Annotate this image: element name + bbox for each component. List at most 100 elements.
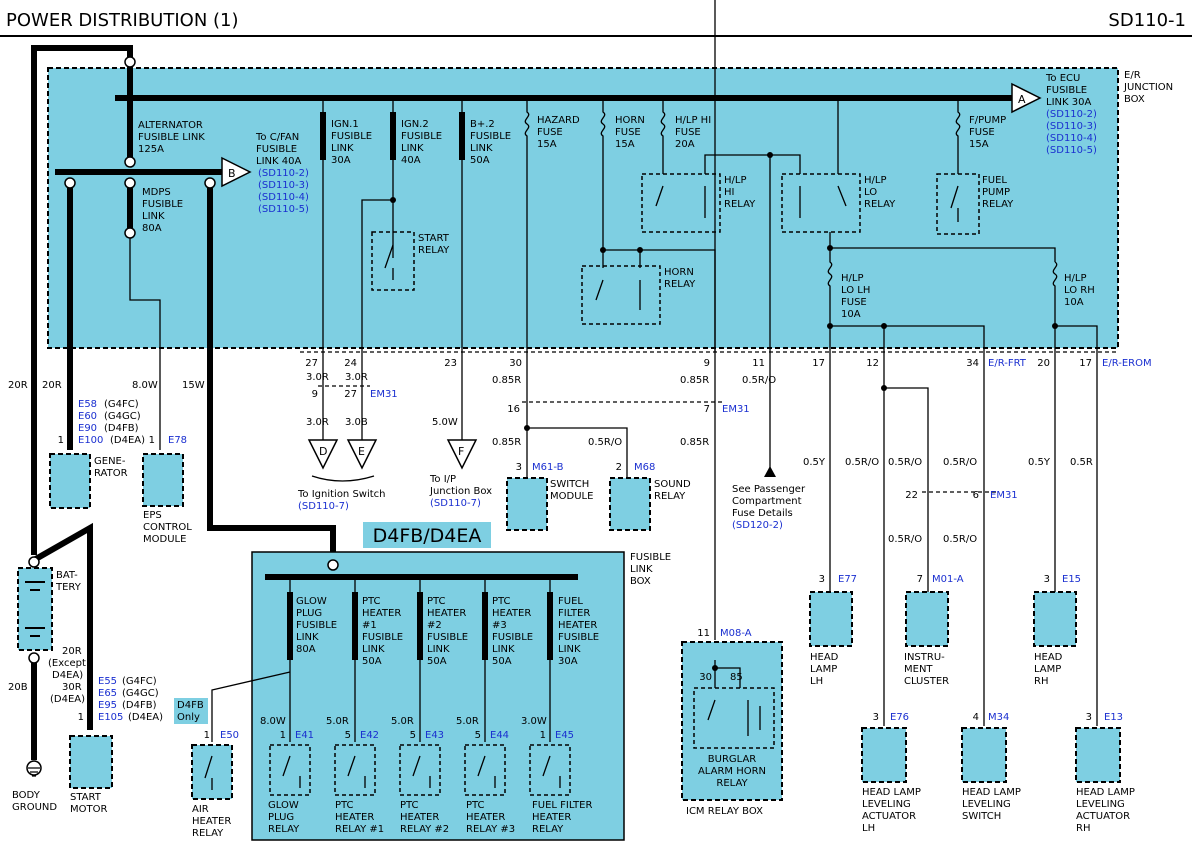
- e45-connector[interactable]: E45: [555, 730, 574, 741]
- battery-main-cable: [31, 45, 133, 555]
- connector-d-label: D: [319, 445, 327, 458]
- fuel-filter-relay: [529, 744, 571, 796]
- hazard-label: FUSE: [537, 127, 563, 138]
- ecu-ref-link[interactable]: (SD110-4): [1046, 133, 1097, 144]
- wire-label: 0.5R/O: [943, 457, 977, 468]
- m61b-connector[interactable]: M61-B: [532, 462, 564, 473]
- hazard-label: 15A: [537, 139, 557, 150]
- start-code[interactable]: E55: [98, 676, 117, 687]
- m08a-connector[interactable]: M08-A: [720, 628, 752, 639]
- ign2-label: IGN.2: [401, 119, 429, 130]
- ptc1-fuse-label: PTC HEATER #1 FUSIBLE LINK 50A: [362, 596, 403, 667]
- e42-connector[interactable]: E42: [360, 730, 379, 741]
- wire-label: 0.5Y: [803, 457, 826, 468]
- connector-b: [221, 156, 252, 188]
- ptc2-fuse-line: 50A: [427, 656, 447, 667]
- instrument-cluster: [905, 591, 949, 647]
- fpump-relay-label: FUEL: [982, 175, 1007, 186]
- ptc2-relay-label: HEATER: [400, 812, 439, 823]
- start-relay: [371, 231, 415, 291]
- ptc3-relay-label: PTC: [466, 800, 485, 811]
- pin-label: 17: [1079, 358, 1092, 369]
- e13-connector[interactable]: E13: [1104, 712, 1123, 723]
- e50-connector[interactable]: E50: [220, 730, 239, 741]
- ip-box-ref: Junction Box: [429, 486, 492, 497]
- e76-connector[interactable]: E76: [890, 712, 909, 723]
- cfan-ref-link[interactable]: (SD110-4): [258, 192, 309, 203]
- ecu-ref-link[interactable]: (SD110-5): [1046, 145, 1097, 156]
- b-feed-node: [204, 177, 216, 189]
- e44-connector[interactable]: E44: [490, 730, 509, 741]
- ptc1-relay-label: HEATER: [335, 812, 374, 823]
- alternator-link-bottom-node: [124, 156, 136, 168]
- gen-code[interactable]: E60: [78, 411, 97, 422]
- start-code[interactable]: E105: [98, 712, 123, 723]
- cfan-ref-link[interactable]: (SD110-2): [258, 168, 309, 179]
- body-ground-label: GROUND: [12, 802, 57, 813]
- em31-connector[interactable]: EM31: [370, 389, 398, 400]
- e43-connector[interactable]: E43: [425, 730, 444, 741]
- gen-code[interactable]: E100: [78, 435, 103, 446]
- horn-relay-internals: [595, 279, 641, 310]
- e15-connector[interactable]: E15: [1062, 574, 1081, 585]
- wire-label: (Except: [48, 658, 86, 669]
- em31-connector[interactable]: EM31: [990, 490, 1018, 501]
- pin-label: 3: [873, 712, 879, 723]
- head-lamp-rh-label: RH: [1034, 676, 1048, 687]
- head-lamp-rh-label: HEAD: [1034, 652, 1063, 663]
- fusible-box-label: FUSIBLE: [630, 552, 671, 563]
- glow-relay-label: RELAY: [268, 824, 300, 835]
- pass-fuse-link[interactable]: (SD120-2): [732, 520, 783, 531]
- e78-connector[interactable]: E78: [168, 435, 187, 446]
- wire-label: 0.5Y: [1028, 457, 1051, 468]
- ptc3-fuse-label: PTC HEATER #3 FUSIBLE LINK 50A: [492, 596, 533, 667]
- ip-box-link[interactable]: (SD110-7): [430, 498, 481, 509]
- erfrt-connector[interactable]: E/R-FRT: [988, 358, 1027, 369]
- m34-connector[interactable]: M34: [988, 712, 1009, 723]
- start-code[interactable]: E95: [98, 700, 117, 711]
- e77-connector[interactable]: E77: [838, 574, 857, 585]
- ecu-ref-link[interactable]: (SD110-2): [1046, 109, 1097, 120]
- ptc-relay-1: [334, 744, 376, 796]
- leveling-rh-label: HEAD LAMP: [1076, 787, 1135, 798]
- ign-switch-link[interactable]: (SD110-7): [298, 501, 349, 512]
- fpump-label: F/PUMP: [969, 115, 1006, 126]
- eps-label: MODULE: [143, 534, 186, 545]
- leveling-actuator-lh: [861, 727, 907, 783]
- hlp-hi-relay: [641, 173, 721, 233]
- erom-connector[interactable]: E/R-EROM: [1102, 358, 1152, 369]
- er-box-label-line: JUNCTION: [1123, 82, 1173, 93]
- glow-relay-label: PLUG: [268, 812, 294, 823]
- m01a-connector[interactable]: M01-A: [932, 574, 964, 585]
- ign1-label: 30A: [331, 155, 351, 166]
- glow-relay-internals: [282, 755, 301, 788]
- glow-relay-label: GLOW: [268, 800, 299, 811]
- start-code[interactable]: E65: [98, 688, 117, 699]
- e41-connector[interactable]: E41: [295, 730, 314, 741]
- ign1-label: FUSIBLE: [331, 131, 372, 142]
- em31-connector[interactable]: EM31: [722, 404, 750, 415]
- start-motor: [69, 735, 113, 789]
- cfan-ref-link[interactable]: (SD110-5): [258, 204, 309, 215]
- start-relay-label: START: [418, 233, 450, 244]
- gen-code[interactable]: E90: [78, 423, 97, 434]
- pin-label: 3: [516, 462, 522, 473]
- cfan-ref-line: To C/FAN: [255, 132, 299, 143]
- wire-label: 3.0R: [306, 417, 329, 428]
- ecu-ref-link[interactable]: (SD110-3): [1046, 121, 1097, 132]
- hlp-lo-rh-label: LO RH: [1064, 285, 1095, 296]
- battery-minus-node: [28, 652, 40, 664]
- hlp-hi-relay-label: HI: [724, 187, 734, 198]
- air-heater-relay-switch: [204, 755, 213, 790]
- connector-b-label: B: [228, 167, 236, 180]
- head-lamp-rh-label: LAMP: [1034, 664, 1061, 675]
- m68-connector[interactable]: M68: [634, 462, 655, 473]
- air-heater-label: RELAY: [192, 828, 224, 839]
- ptc2-fuse-line: HEATER: [427, 608, 466, 619]
- glow-fuse-line: LINK: [296, 632, 319, 643]
- pin-label: 27: [344, 389, 357, 400]
- cfan-ref-link[interactable]: (SD110-3): [258, 180, 309, 191]
- gen-code[interactable]: E58: [78, 399, 97, 410]
- fpump-relay: [936, 173, 980, 235]
- pin-label: 20: [1037, 358, 1050, 369]
